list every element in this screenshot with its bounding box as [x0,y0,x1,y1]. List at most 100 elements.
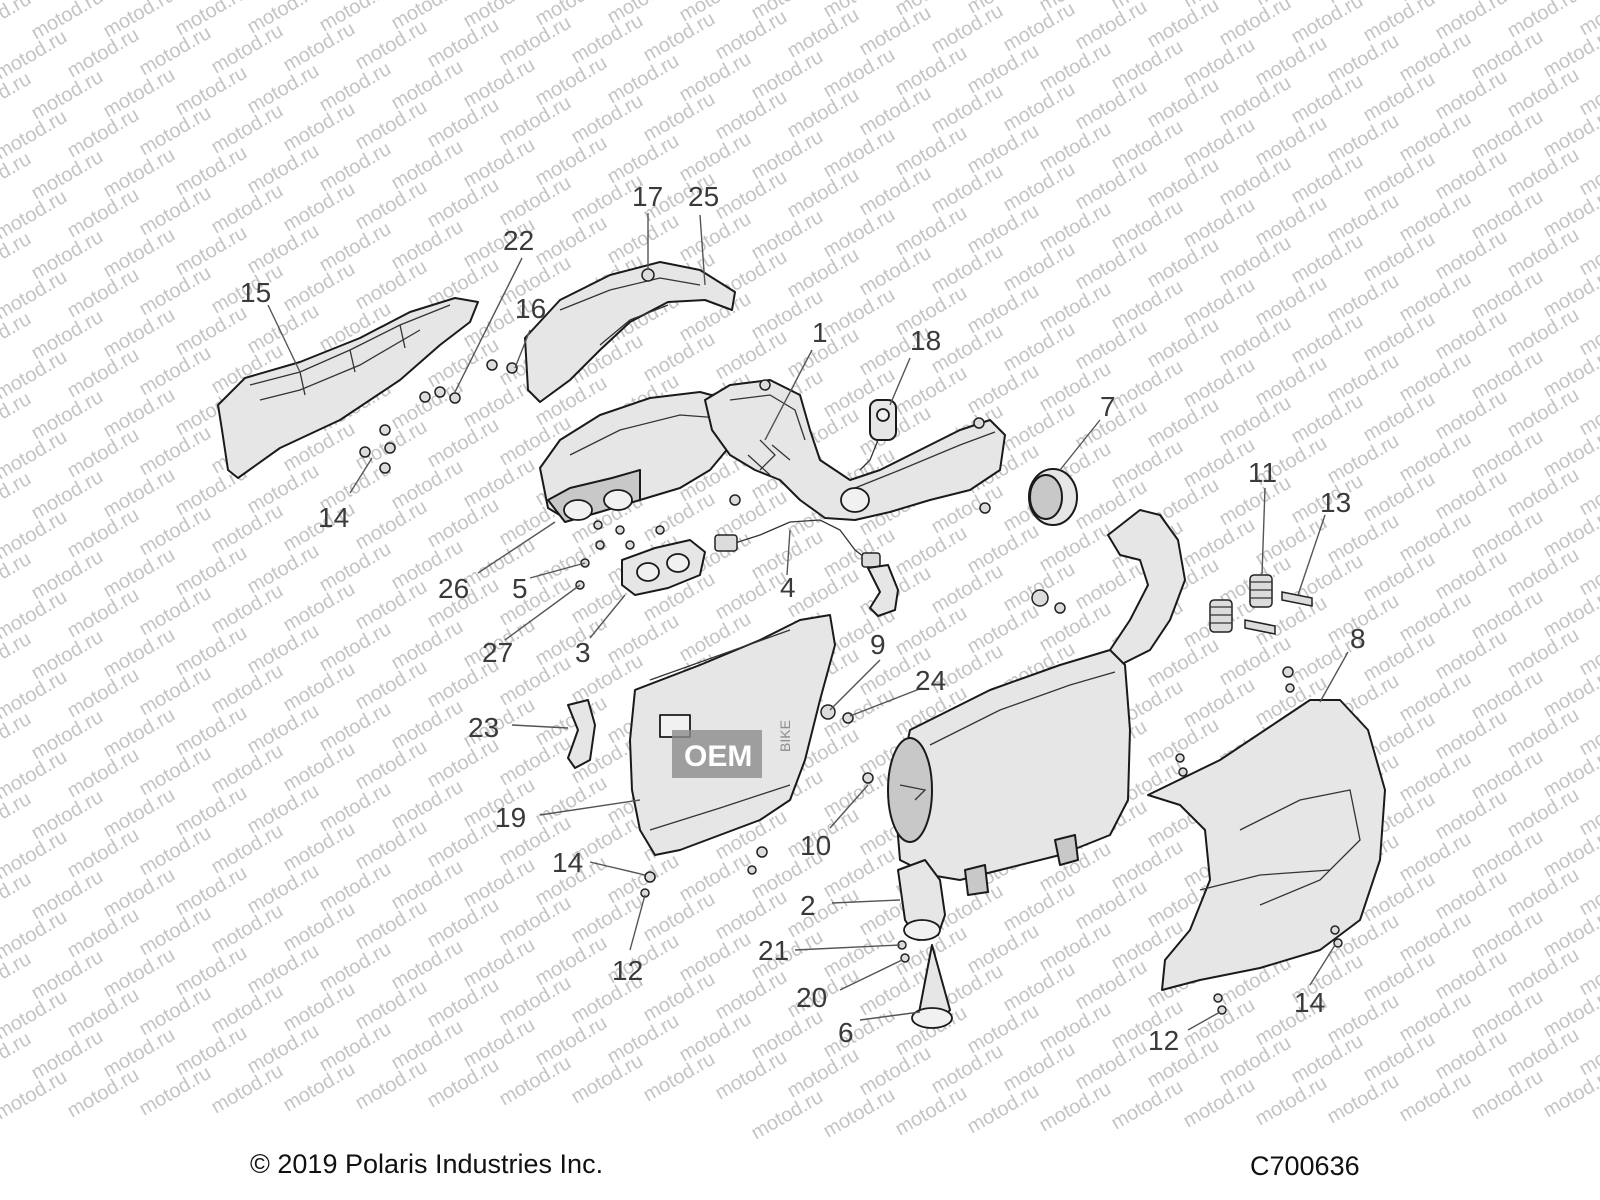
spring-hardware[interactable] [1209,574,1313,635]
heat-shield-rear[interactable] [1147,699,1386,991]
watermark-text: motod.ru [136,902,215,961]
watermark-text: motod.ru [1252,112,1331,171]
callout-label: 3 [575,637,591,668]
watermark-text: motod.ru [352,1056,431,1115]
watermark-text: motod.ru [1396,188,1475,247]
flange-gasket[interactable] [621,539,706,596]
watermark-text: motod.ru [1504,544,1583,603]
watermark-text: motod.ru [1432,866,1511,925]
watermark-text: motod.ru [1504,704,1583,763]
watermark-text: motod.ru [388,1016,467,1075]
watermark-text: motod.ru [244,780,323,839]
diagram-id: C700636 [1250,1151,1360,1181]
watermark-text: motod.ru [496,572,575,631]
hanger-bracket[interactable] [859,399,897,471]
watermark-text: motod.ru [1144,154,1223,213]
watermark-text: motod.ru [316,698,395,757]
watermark-text: motod.ru [424,974,503,1033]
watermark-text: motod.ru [136,182,215,241]
spark-arrestor-cone[interactable] [911,944,953,1029]
watermark-text: motod.ru [856,1042,935,1101]
watermark-text: motod.ru [1432,1026,1511,1085]
watermark-text: motod.ru [136,1062,215,1121]
watermark-text: motod.ru [1324,270,1403,329]
watermark-text: motod.ru [460,1014,539,1073]
watermark-text: motod.ru [1504,0,1583,42]
watermark-text: motod.ru [1396,908,1475,967]
clamp-small[interactable] [567,699,596,769]
watermark-text: motod.ru [28,626,107,685]
heat-shield-upper[interactable] [524,261,736,403]
watermark-text: motod.ru [1432,466,1511,525]
callout-label: 21 [758,935,789,966]
watermark-text: motod.ru [820,124,899,183]
watermark-text: motod.ru [388,136,467,195]
watermark-text: motod.ru [28,946,107,1005]
watermark-text: motod.ru [208,820,287,879]
watermark-text: motod.ru [1036,998,1115,1057]
watermark-text: motod.ru [820,764,899,823]
watermark-text: motod.ru [1324,350,1403,409]
watermark-text: motod.ru [748,46,827,105]
muffler[interactable] [887,509,1186,896]
watermark-text: motod.ru [676,208,755,267]
watermark-text: motod.ru [640,328,719,387]
watermark-text: motod.ru [28,466,107,525]
watermark-text: motod.ru [1108,196,1187,255]
callout-label: 13 [1320,487,1351,518]
watermark-text: motod.ru [568,890,647,949]
watermark-text: motod.ru [496,892,575,951]
watermark-text: motod.ru [352,96,431,155]
watermark-text: motod.ru [1396,508,1475,567]
watermark-text: motod.ru [532,692,611,751]
clamp-upper[interactable] [867,564,899,617]
watermark-text: motod.ru [388,856,467,915]
watermark-text: motod.ru [1396,348,1475,407]
parts-drawing: OEM BIKE [217,261,1386,1029]
watermark-text: motod.ru [1468,426,1547,485]
tail-pipe[interactable] [897,859,946,941]
callout-label: 20 [796,982,827,1013]
callout-label: 24 [915,665,946,696]
watermark-text: motod.ru [1468,906,1547,965]
gasket-ring[interactable] [1028,468,1078,526]
callout-label: 1 [812,317,828,348]
exhaust-manifold[interactable] [539,391,736,523]
watermark-text: motod.ru [424,94,503,153]
watermark-text: motod.ru [1468,1066,1547,1125]
watermark-text: motod.ru [640,1048,719,1107]
callout-label: 23 [468,712,499,743]
watermark-text: motod.ru [64,24,143,83]
watermark-text: motod.ru [352,816,431,875]
watermark-text: motod.ru [964,280,1043,339]
watermark-text: motod.ru [1396,668,1475,727]
heat-shield-left[interactable] [217,297,479,479]
callout-numbers: 17 25 22 15 16 1 18 7 14 26 5 4 27 3 11 … [240,181,1366,1056]
watermark-text: motod.ru [1000,318,1079,377]
watermark-text: motod.ru [856,242,935,301]
watermark-text: motod.ru [244,300,323,359]
watermark-text: motod.ru [964,200,1043,259]
watermark-text: motod.ru [244,140,323,199]
watermark-text: motod.ru [136,342,215,401]
exhaust-front-pipe[interactable] [704,379,1006,521]
watermark-text: motod.ru [208,660,287,719]
watermark-text: motod.ru [1324,1070,1403,1129]
watermark-text: motod.ru [604,610,683,669]
watermark-text: motod.ru [1432,0,1511,44]
watermark-text: motod.ru [1432,386,1511,445]
watermark-text: motod.ru [1360,308,1439,367]
watermark-text: motod.ru [1108,276,1187,335]
watermark-text: motod.ru [1324,430,1403,489]
callout-label: 2 [800,890,816,921]
watermark-text: motod.ru [928,1040,1007,1099]
oxygen-sensor[interactable] [714,519,881,568]
watermark-text: motod.ru [28,866,107,925]
watermark-text: motod.ru [28,786,107,845]
watermark-text: motod.ru [1108,436,1187,495]
callout-label: 6 [838,1017,854,1048]
watermark-text: motod.ru [1108,356,1187,415]
watermark-text: motod.ru [280,658,359,717]
watermark-text: motod.ru [1072,1036,1151,1095]
